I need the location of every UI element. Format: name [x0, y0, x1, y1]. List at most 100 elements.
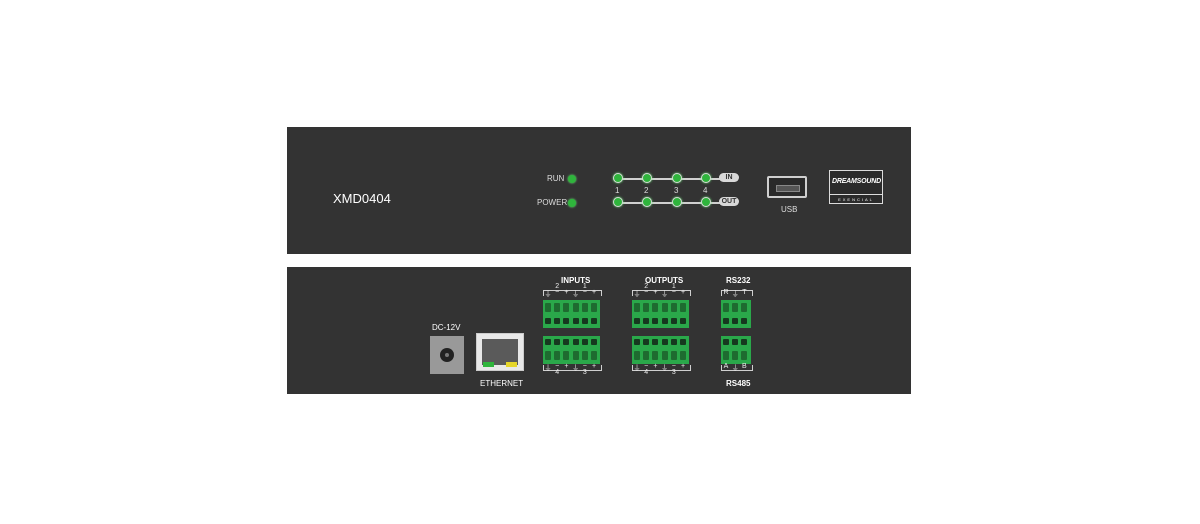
- serial-screw[interactable]: [732, 303, 739, 312]
- inputs-screw[interactable]: [554, 351, 561, 360]
- serial-wire-hole: [723, 339, 729, 345]
- outputs-screw[interactable]: [643, 303, 650, 312]
- rs232-label: RS232: [726, 276, 751, 285]
- in-led-1: [613, 173, 623, 183]
- in-led-2: [642, 173, 652, 183]
- inputs-screw[interactable]: [591, 303, 597, 312]
- outputs-screw[interactable]: [661, 303, 668, 312]
- serial-screw[interactable]: [723, 303, 729, 312]
- ethernet-port[interactable]: [476, 333, 524, 371]
- inputs-pin-symbol: ⏚: [572, 365, 580, 372]
- outputs-screw[interactable]: [680, 303, 686, 312]
- inputs-screw[interactable]: [545, 351, 551, 360]
- outputs-screw[interactable]: [634, 303, 640, 312]
- outputs-wire-hole: [634, 318, 640, 324]
- inputs-wire-hole: [563, 339, 570, 345]
- outputs-top-bracket: [632, 290, 692, 296]
- logo-top-text: DREAMSOUND: [832, 178, 881, 185]
- inputs-screw[interactable]: [581, 303, 588, 312]
- usb-port[interactable]: [767, 176, 807, 198]
- logo-bottom-text: EXENCIAL: [830, 197, 882, 202]
- outputs-screw[interactable]: [643, 351, 650, 360]
- serial-screw[interactable]: [732, 351, 739, 360]
- inputs-wire-hole: [572, 318, 579, 324]
- inputs-screw[interactable]: [554, 303, 561, 312]
- inputs-pin-symbol: +: [564, 363, 569, 370]
- inputs-screw[interactable]: [572, 303, 579, 312]
- outputs-pin-symbol: ⏚: [661, 365, 669, 372]
- outputs-pin-symbol: −: [671, 289, 676, 296]
- inputs-screw[interactable]: [563, 303, 570, 312]
- outputs-screw[interactable]: [652, 303, 659, 312]
- inputs-pin-symbol: +: [591, 363, 597, 370]
- outputs-pin-symbol: +: [680, 363, 686, 370]
- serial-top-bracket: [721, 290, 753, 296]
- out-led-4: [701, 197, 711, 207]
- inputs-channel-number: 4: [555, 369, 560, 376]
- outputs-pin-symbol: −: [644, 363, 649, 370]
- outputs-screw[interactable]: [680, 351, 686, 360]
- outputs-wire-hole: [670, 318, 677, 324]
- serial-wire-hole: [732, 339, 739, 345]
- inputs-pin-symbol: +: [564, 289, 569, 296]
- outputs-lower-block[interactable]: [632, 336, 690, 364]
- serial-screw[interactable]: [723, 351, 729, 360]
- inputs-wire-hole: [581, 318, 588, 324]
- outputs-wire-hole: [643, 318, 650, 324]
- outputs-wire-hole: [670, 339, 677, 345]
- model-name: XMD0404: [333, 191, 391, 206]
- inputs-pin-symbol: +: [591, 289, 597, 296]
- inputs-upper-block[interactable]: [543, 300, 601, 328]
- outputs-screw[interactable]: [670, 303, 677, 312]
- serial-pin-symbol: B: [742, 363, 747, 370]
- outputs-upper-block[interactable]: [632, 300, 690, 328]
- outputs-wire-hole: [652, 318, 659, 324]
- outputs-screw[interactable]: [652, 351, 659, 360]
- inputs-screw[interactable]: [572, 351, 579, 360]
- inputs-wire-hole: [545, 339, 551, 345]
- outputs-pin-symbol: ⏚: [633, 365, 641, 372]
- inputs-channel-number: 1: [582, 283, 587, 290]
- usb-label: USB: [781, 205, 798, 214]
- front-panel: XMD0404 RUN POWER IN 1 2 3 4 OUT USB DRE…: [287, 127, 911, 254]
- outputs-screw[interactable]: [670, 351, 677, 360]
- outputs-wire-hole: [680, 318, 686, 324]
- serial-screw[interactable]: [741, 303, 748, 312]
- inputs-wire-hole: [591, 318, 597, 324]
- outputs-channel-number: 1: [671, 283, 676, 290]
- inputs-screw[interactable]: [563, 351, 570, 360]
- out-label: OUT: [719, 197, 739, 206]
- serial-pin-symbol: T: [742, 289, 747, 296]
- run-label: RUN: [547, 174, 565, 183]
- outputs-pin-symbol: +: [653, 289, 658, 296]
- inputs-label: INPUTS: [561, 276, 591, 285]
- serial-pin-symbol: R: [723, 289, 729, 296]
- serial-pin-symbol: A: [723, 363, 729, 370]
- out-led-1: [613, 197, 623, 207]
- inputs-screw[interactable]: [545, 303, 551, 312]
- inputs-pin-symbol: −: [555, 289, 560, 296]
- inputs-top-bracket: [543, 290, 603, 296]
- power-label: POWER: [537, 198, 568, 207]
- outputs-wire-hole: [643, 339, 650, 345]
- ethernet-label: ETHERNET: [480, 379, 524, 388]
- serial-pin-symbol: ⏚: [731, 291, 739, 298]
- channel-label-3: 3: [674, 186, 679, 195]
- outputs-screw[interactable]: [634, 351, 640, 360]
- dc-power-jack[interactable]: [430, 336, 464, 374]
- inputs-lower-block[interactable]: [543, 336, 601, 364]
- serial-screw[interactable]: [741, 351, 748, 360]
- inputs-pin-symbol: ⏚: [544, 365, 552, 372]
- inputs-channel-number: 3: [582, 369, 587, 376]
- inputs-screw[interactable]: [581, 351, 588, 360]
- outputs-screw[interactable]: [661, 351, 668, 360]
- outputs-channel-number: 2: [644, 283, 649, 290]
- outputs-wire-hole: [661, 339, 668, 345]
- in-label: IN: [719, 173, 739, 182]
- inputs-wire-hole: [581, 339, 588, 345]
- run-led: [568, 175, 576, 183]
- inputs-screw[interactable]: [591, 351, 597, 360]
- outputs-pin-symbol: +: [653, 363, 658, 370]
- in-led-3: [672, 173, 682, 183]
- outputs-pin-symbol: +: [680, 289, 686, 296]
